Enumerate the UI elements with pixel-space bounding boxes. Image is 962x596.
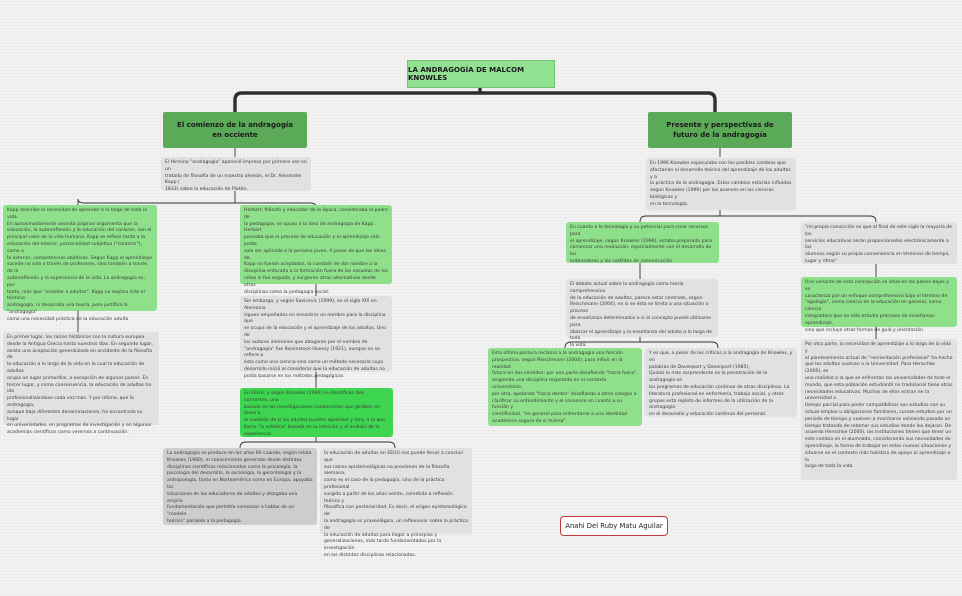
right-intro-node: En 1996 Knowles especulaba con los posib… bbox=[646, 158, 796, 210]
author-label: Anahi Del Ruby Matu Aguilar bbox=[560, 516, 668, 536]
savicevic-node: Sin embargo, y según Savicevic (1999), e… bbox=[240, 296, 392, 379]
kapp-node: Kapp describe la necesidad de aprender a… bbox=[3, 205, 157, 322]
reischmann-node: Esta última postura reclama a la andrago… bbox=[488, 348, 642, 426]
eeuu-node: En EEUU, y según Knowles (1990) se ident… bbox=[240, 388, 393, 437]
right-branch-header: Presente y perspectivas de futuro de la … bbox=[648, 112, 792, 148]
variant-node: Una variante de esta concepción se sitúa… bbox=[801, 277, 957, 333]
root-connector bbox=[233, 86, 717, 114]
conviction-node: "mi propia convicción es que al final de… bbox=[801, 222, 957, 264]
left-intro-connector bbox=[77, 191, 317, 208]
left-branch-header: El comienzo de la andragogía en occiente bbox=[163, 112, 307, 148]
davenport-node: Y es que, a pesar de los críticos a la a… bbox=[645, 348, 797, 417]
tech-node: En cuanto a la tecnología y su potencial… bbox=[566, 222, 719, 264]
debate-node: El debate actual sobre la andragogía com… bbox=[566, 279, 718, 348]
decade-node: La andragogía se produce en los años 60 … bbox=[163, 448, 317, 525]
herbart-node: Herbart, filósofo y educador de la época… bbox=[240, 205, 392, 295]
eeuu-connector bbox=[239, 437, 396, 449]
debate-connector bbox=[564, 337, 719, 349]
map-title: LA ANDRAGOGÍA DE MALCOM KNOWLES bbox=[407, 60, 555, 88]
left-intro-node: El término "andragogía" apareció impreso… bbox=[161, 157, 311, 192]
right-intro-connector bbox=[639, 210, 877, 223]
concern-node: la educación de adultos en EEUU nos pued… bbox=[320, 448, 472, 558]
history-node: En primer lugar, los raíces históricos c… bbox=[3, 332, 159, 435]
henschke-node: Por otra parte, la necesidad de aprendiz… bbox=[801, 339, 957, 480]
